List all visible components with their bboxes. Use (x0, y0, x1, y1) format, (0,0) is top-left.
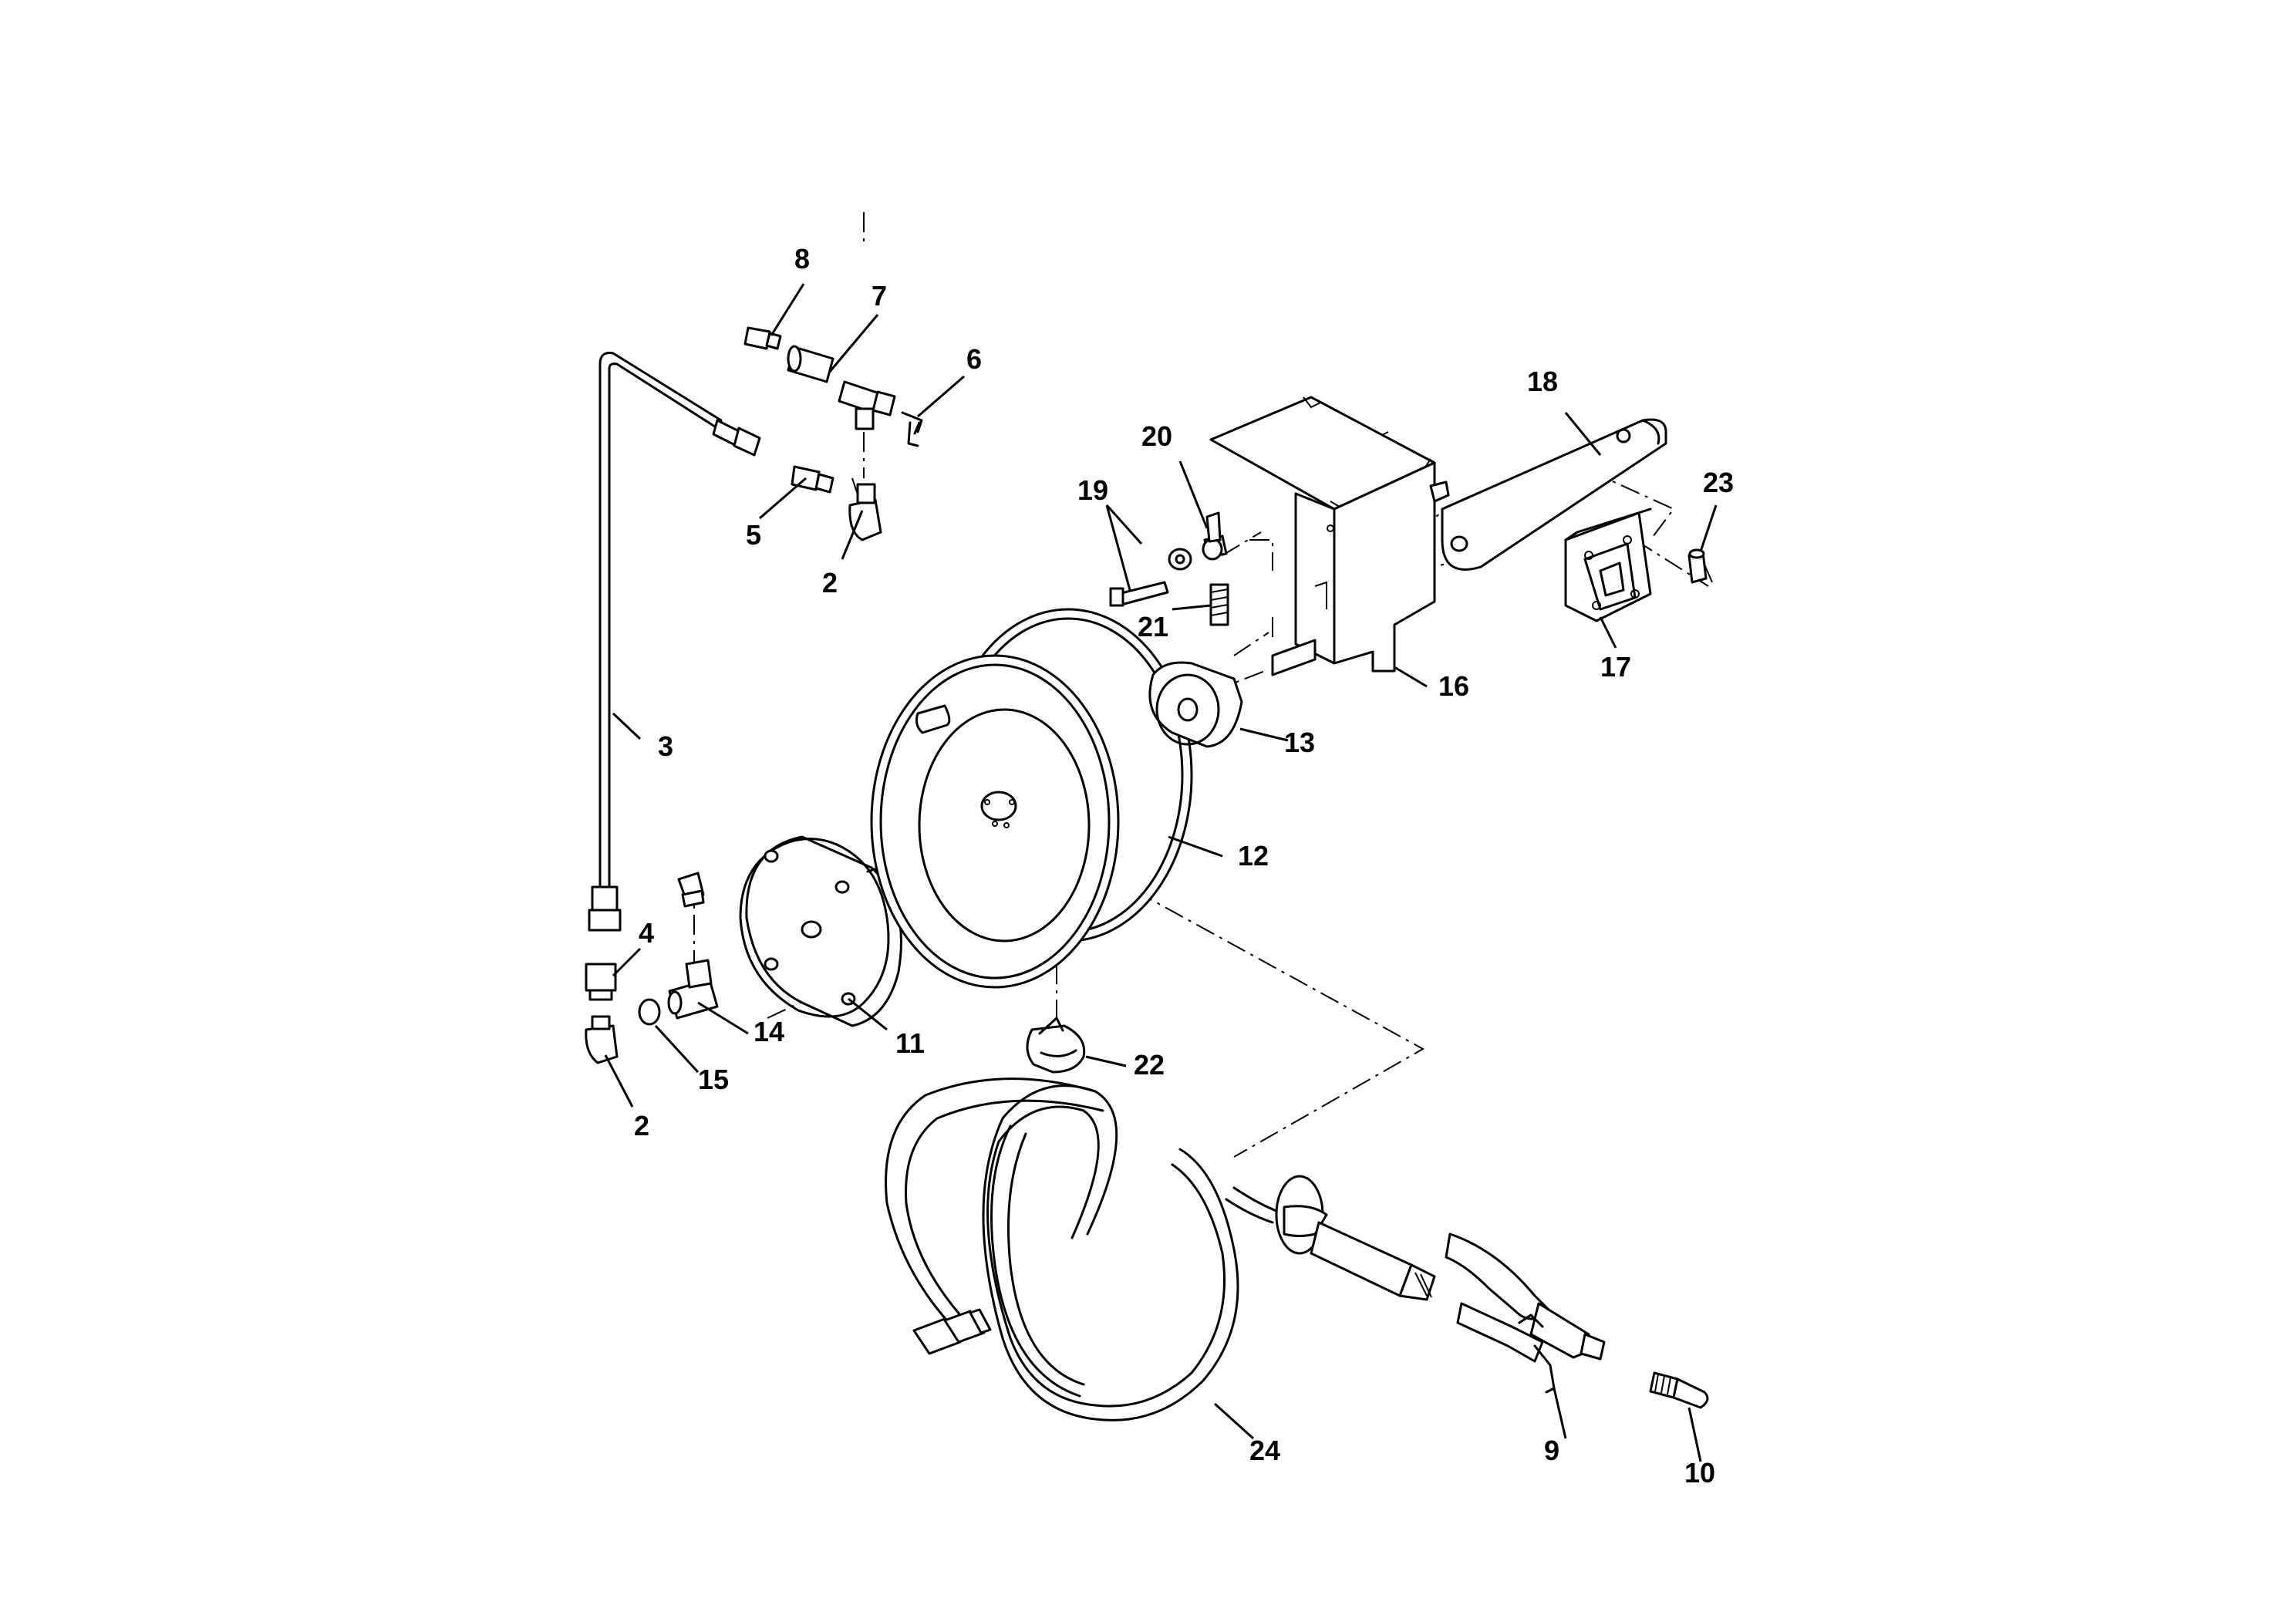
callout-17: 17 (1600, 651, 1631, 683)
callout-2-upper: 2 (822, 567, 838, 599)
callout-9: 9 (1544, 1435, 1559, 1466)
callout-24: 24 (1249, 1435, 1280, 1466)
leader-lines (604, 283, 1718, 1462)
latch-20 (1202, 511, 1228, 561)
callouts: 8 7 6 5 2 3 4 14 15 2 11 12 13 19 20 21 … (634, 243, 1734, 1489)
plate-17 (1564, 508, 1652, 622)
bolt-19 (1109, 548, 1192, 607)
bracket-16 (1209, 396, 1436, 676)
elbow-2-upper (848, 483, 882, 541)
callout-16: 16 (1438, 670, 1469, 702)
callout-18: 18 (1527, 366, 1558, 397)
arm-18 (1429, 418, 1667, 571)
nut-4 (585, 963, 617, 1001)
tee-fitting (838, 380, 896, 430)
callout-13: 13 (1284, 727, 1315, 758)
nozzle-10 (1649, 1371, 1709, 1409)
callout-12: 12 (1238, 840, 1269, 872)
callout-14: 14 (754, 1016, 784, 1047)
callout-6: 6 (966, 343, 982, 375)
callout-2-lower: 2 (634, 1110, 649, 1141)
callout-7: 7 (872, 280, 887, 312)
callout-8: 8 (794, 243, 810, 275)
hub-13 (1148, 661, 1243, 748)
callout-4: 4 (639, 917, 654, 949)
fitting-8 (743, 326, 782, 350)
callout-11: 11 (895, 1027, 925, 1059)
side-plate-11 (739, 835, 902, 1027)
callout-10: 10 (1684, 1457, 1715, 1489)
swivel-14 (667, 872, 719, 1020)
reel-12 (870, 608, 1193, 989)
wing-valve-6 (901, 411, 923, 447)
pin-23 (1687, 548, 1708, 584)
callout-20: 20 (1141, 420, 1172, 452)
callout-21: 21 (1138, 611, 1168, 642)
o-ring-15 (638, 998, 661, 1026)
coupler-7 (787, 345, 834, 383)
spring-21 (1209, 583, 1229, 626)
callout-22: 22 (1134, 1049, 1165, 1081)
callout-19: 19 (1077, 474, 1108, 506)
callout-5: 5 (746, 519, 761, 551)
callout-23: 23 (1703, 467, 1734, 498)
hose-24 (885, 1077, 1278, 1421)
callout-15: 15 (698, 1064, 729, 1095)
connector-5 (791, 465, 834, 494)
tube-3 (588, 352, 723, 932)
hose-guide-22 (1026, 1017, 1086, 1074)
elbow-2-lower (585, 1015, 619, 1064)
spray-gun-9 (1275, 1175, 1606, 1394)
callout-3: 3 (658, 730, 673, 762)
tube-upper-fitting (712, 419, 761, 457)
